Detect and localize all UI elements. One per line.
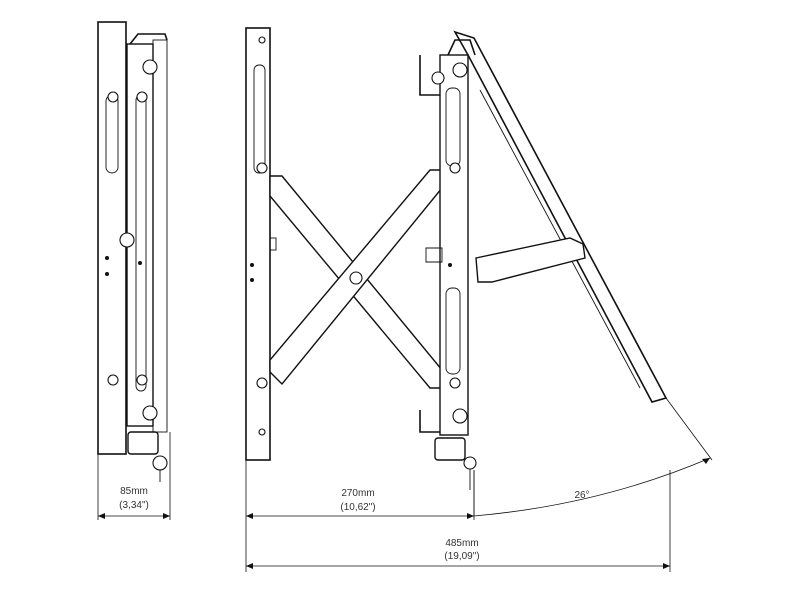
carrier-bolt-bottom — [452, 408, 468, 424]
lock-pin — [463, 456, 477, 470]
carrier-bolt-top — [452, 62, 468, 78]
screw-dot — [138, 261, 142, 265]
side-adjuster-knob — [127, 431, 159, 455]
carrier-slot-lower — [445, 287, 461, 375]
side-bolt-top — [142, 59, 158, 75]
side-mount-rail — [152, 39, 168, 433]
side-hole — [136, 374, 148, 386]
side-hole — [107, 374, 119, 386]
screw-dot — [250, 278, 254, 282]
side-top-hook — [129, 33, 168, 45]
dim-total-value: 485mm — [445, 538, 478, 549]
side-hole — [136, 91, 148, 103]
side-view-collapsed — [97, 21, 168, 482]
side-slot-upper — [105, 94, 119, 174]
dim-projection-value: 270mm — [341, 488, 374, 499]
carrier-pivot-upper — [449, 162, 461, 174]
dim-angle-value: 26° — [574, 490, 589, 501]
dimension-lines: 85mm (3,34") 270mm (10,62") 26° 485mm (1… — [97, 397, 713, 572]
screw-dot — [448, 263, 452, 267]
adjuster-knob — [434, 437, 466, 461]
dim-side-imperial: (3,34") — [119, 500, 149, 511]
tilted-panel-inner-edge — [479, 89, 641, 389]
pivot-lower-left — [256, 377, 268, 389]
screw-dot — [105, 272, 109, 276]
dim-total-imperial: (19,09") — [444, 551, 479, 562]
rail-notch — [269, 237, 277, 251]
side-bolt-bottom — [142, 405, 158, 421]
dim-projection-imperial: (10,62") — [340, 502, 375, 513]
screw-dot — [250, 263, 254, 267]
angle-extension — [665, 397, 713, 461]
release-latch — [425, 247, 443, 263]
side-lock-pin — [152, 455, 168, 471]
scissor-center-pivot — [349, 271, 363, 285]
pivot-upper-left — [256, 162, 268, 174]
rail-hole — [258, 36, 266, 44]
screw-dot — [105, 256, 109, 260]
carrier-rail — [439, 54, 469, 436]
arrowhead — [702, 458, 710, 464]
carrier-pivot-lower — [449, 377, 461, 389]
wall-rail-left — [245, 27, 271, 461]
carrier-wheel — [431, 71, 445, 85]
left-rail-slot — [253, 64, 266, 174]
dim-side-value: 85mm — [120, 486, 148, 497]
rail-hole — [258, 428, 266, 436]
carrier-hook — [447, 39, 476, 56]
tilted-panel-outline — [453, 30, 668, 403]
side-knob — [119, 232, 135, 248]
front-view-scissor — [245, 27, 477, 490]
carrier-top-bracket — [419, 55, 440, 96]
tilted-display-panel — [453, 30, 668, 403]
tilt-support-arm — [475, 237, 586, 283]
side-hole — [107, 91, 119, 103]
carrier-bottom-bracket — [419, 410, 440, 433]
angle-arc — [473, 457, 711, 517]
